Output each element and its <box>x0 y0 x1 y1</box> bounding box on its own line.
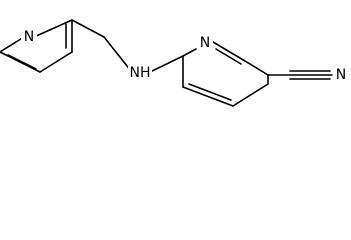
bond-ring2-inner-1 <box>215 48 242 65</box>
bond-ring1-ch2 <box>71 19 105 38</box>
bond-ring1-n-c6 <box>33 19 73 38</box>
atom-aminopyridine-n: N <box>200 35 210 51</box>
bonds <box>0 19 333 107</box>
bond-ring1-n-c2 <box>0 36 25 53</box>
bond-ring1-inner-1 <box>7 54 37 70</box>
bond-ring2-c4-c3 <box>232 83 269 107</box>
bond-ring1-c5-c4 <box>39 51 73 73</box>
bond-ring2-n-c6 <box>212 41 246 62</box>
atom-pyridine-n: N <box>24 29 34 45</box>
atom-amine-nh: NH <box>130 65 151 81</box>
bond-ring2-c6-c5 <box>244 60 269 76</box>
chemical-structure: N NH N N <box>0 19 349 107</box>
bond-ch2-nh <box>103 36 132 72</box>
bond-nh-c <box>149 55 184 73</box>
bond-ring2-inner-2 <box>188 83 232 101</box>
atom-labels: N NH N N <box>21 28 349 84</box>
bond-ring2-c3-c2 <box>182 86 234 107</box>
atom-nitrile-n: N <box>336 67 346 83</box>
bond-ring2-c2-n <box>182 48 197 57</box>
bond-ring1-c4-c3 <box>0 51 41 73</box>
